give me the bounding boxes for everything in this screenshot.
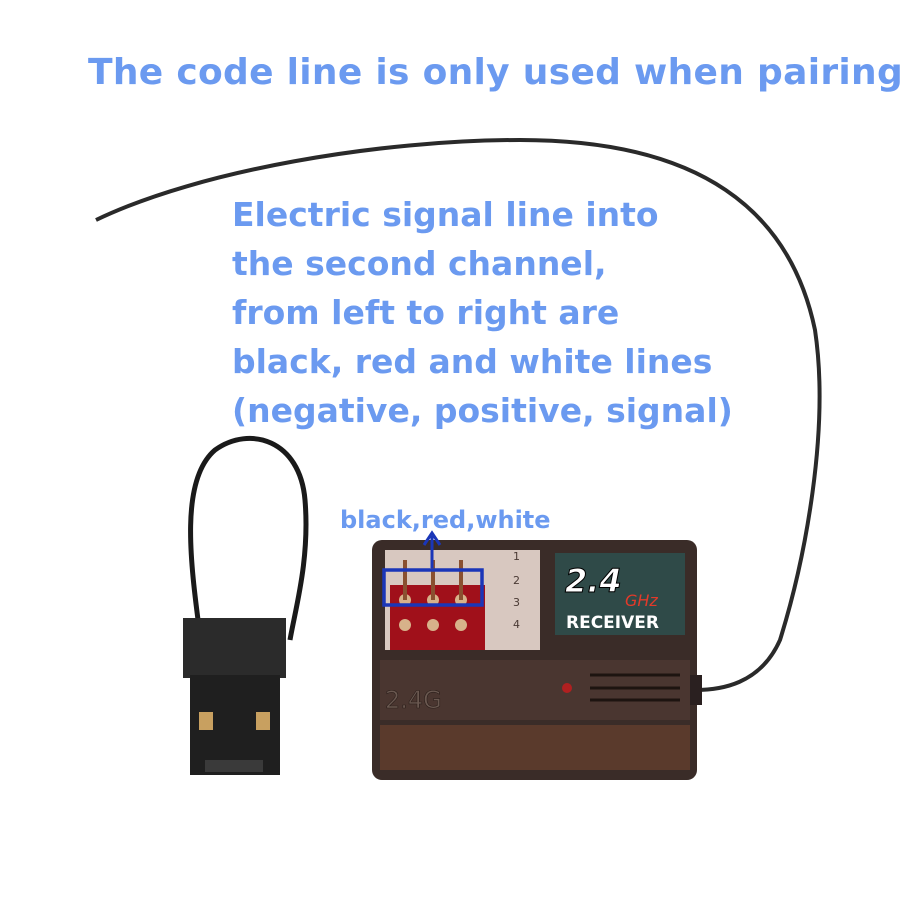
channel-number: 4 <box>513 618 520 631</box>
description-line: the second channel, <box>232 244 607 283</box>
description-line: Electric signal line into <box>232 195 659 234</box>
receiver-body <box>372 540 702 780</box>
arrow-head-icon <box>422 530 442 546</box>
channel-highlight-box <box>382 568 484 607</box>
antenna-wire <box>95 137 822 692</box>
badge-unit: GHz <box>625 591 658 610</box>
case-marking: 2.4G <box>385 686 442 714</box>
badge-text: RECEIVER <box>566 613 659 633</box>
channel-number: 1 <box>513 550 520 563</box>
binding-plug-loop <box>188 435 309 641</box>
pin-color-label: black,red,white <box>340 506 551 534</box>
description-line: (negative, positive, signal) <box>232 391 733 430</box>
channel-number: 2 <box>513 574 520 587</box>
description-line: from left to right are <box>232 293 620 332</box>
binding-plug <box>183 618 286 775</box>
title-caption: The code line is only used when pairing <box>88 52 900 93</box>
badge-number: 2.4 <box>565 562 622 600</box>
description-line: black, red and white lines <box>232 342 713 381</box>
channel-number: 3 <box>513 596 520 609</box>
